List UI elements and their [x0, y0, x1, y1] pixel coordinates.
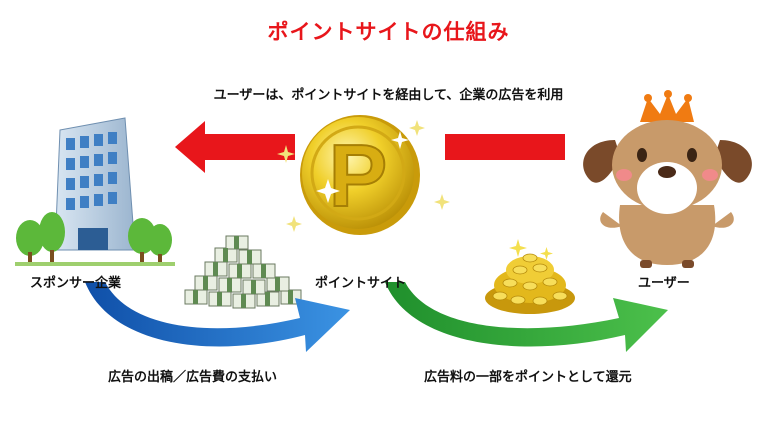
- red-arrow-bar-right: [445, 134, 565, 160]
- diagram-subtitle: ユーザーは、ポイントサイトを経由して、企業の広告を利用: [213, 88, 564, 103]
- point-coin-icon: P: [277, 115, 450, 235]
- building-icon: [15, 117, 175, 266]
- coin-pile-icon: [485, 239, 575, 314]
- user-label: ユーザー: [638, 276, 690, 291]
- reward-flow-caption: 広告料の一部をポイントとして還元: [424, 370, 632, 385]
- green-curved-arrow: [385, 282, 668, 352]
- user-dog-icon: [583, 90, 752, 268]
- payment-flow-caption: 広告の出稿／広告費の支払い: [108, 370, 278, 385]
- red-arrow-left: [175, 121, 295, 173]
- sponsor-label: スポンサー企業: [30, 276, 122, 291]
- coin-letter: P: [329, 126, 388, 225]
- blue-curved-arrow: [85, 282, 350, 352]
- point-site-label: ポイントサイト: [315, 276, 407, 291]
- diagram-title: ポイントサイトの仕組み: [267, 20, 510, 44]
- cash-bundles-icon: [184, 235, 302, 309]
